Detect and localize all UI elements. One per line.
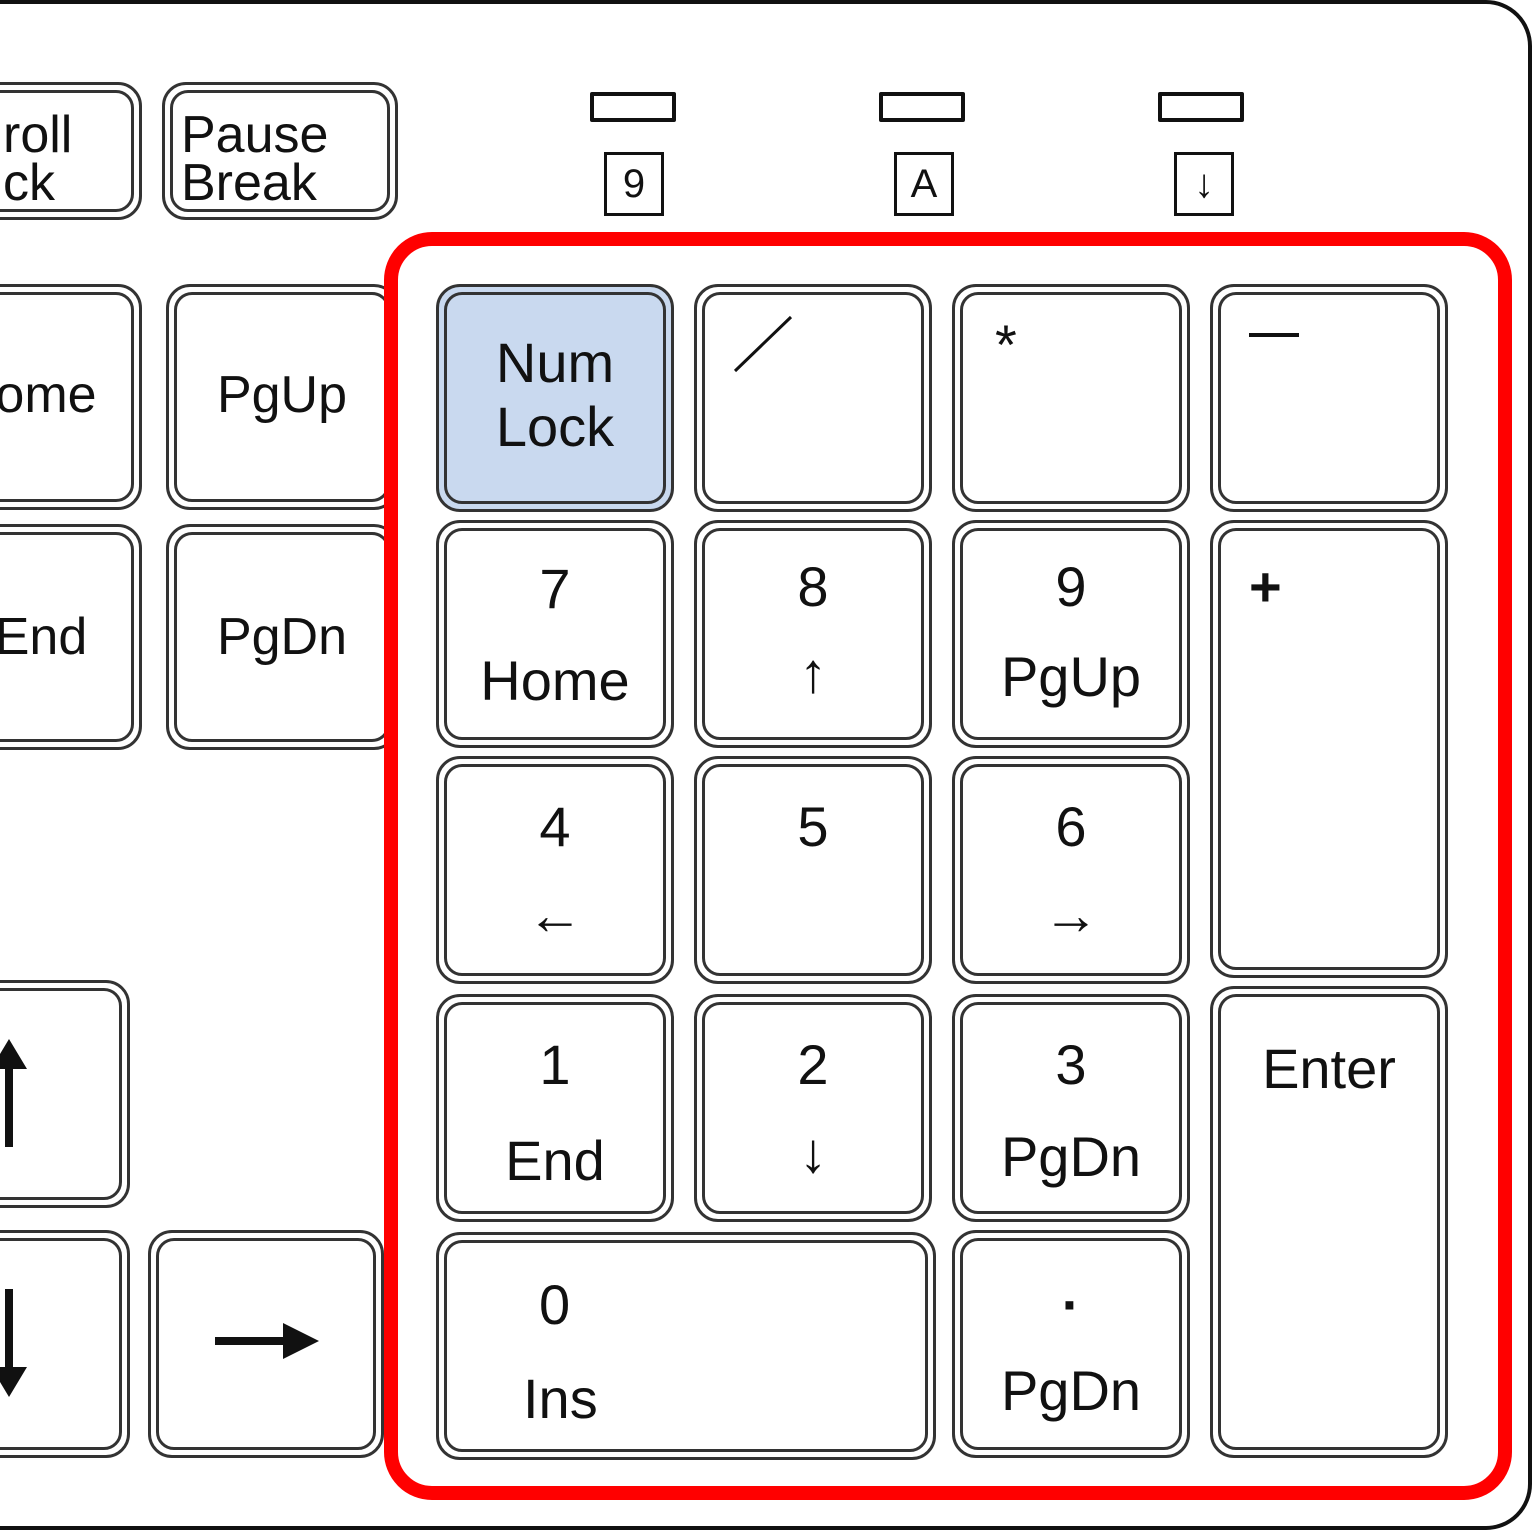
decimal-key[interactable]: · PgDn bbox=[952, 1230, 1190, 1458]
pause-break-key[interactable]: Pause Break bbox=[162, 82, 398, 220]
key-2[interactable]: 2 ↓ bbox=[694, 994, 932, 1222]
key-9-sub: PgUp bbox=[1000, 645, 1142, 708]
scroll-lock-label-1: roll bbox=[3, 106, 73, 164]
numpad-highlight-box bbox=[384, 232, 1512, 1500]
scroll-lock-indicator-icon: ↓ bbox=[1174, 152, 1234, 216]
arrow-down-icon bbox=[0, 1289, 27, 1397]
pgup-label: PgUp bbox=[216, 366, 348, 424]
key-0[interactable]: 0 Ins bbox=[436, 1232, 936, 1460]
arrow-up-icon bbox=[0, 1039, 27, 1147]
key-1-sub: End bbox=[505, 1129, 605, 1192]
enter-label: Enter bbox=[1262, 1037, 1396, 1100]
numlock-label-1: Num bbox=[495, 331, 615, 394]
key-3-sub: PgDn bbox=[1000, 1125, 1142, 1188]
numlock-label-2: Lock bbox=[495, 395, 615, 458]
key-0-sub: Ins bbox=[523, 1367, 598, 1430]
arrow-right-icon bbox=[215, 1323, 319, 1359]
key-2-sub: ↓ bbox=[799, 1121, 827, 1184]
plus-label: + bbox=[1249, 555, 1282, 618]
key-4-sub: ← bbox=[527, 883, 583, 946]
key-5-main: 5 bbox=[797, 795, 829, 858]
key-7[interactable]: 7 Home bbox=[436, 520, 674, 748]
key-9[interactable]: 9 PgUp bbox=[952, 520, 1190, 748]
scroll-lock-label-2: ck bbox=[3, 154, 55, 212]
minus-icon bbox=[1249, 333, 1299, 337]
caps-lock-indicator-icon: A bbox=[894, 152, 954, 216]
arrow-down-key[interactable] bbox=[0, 1230, 130, 1458]
key-7-sub: Home bbox=[480, 649, 630, 712]
num-lock-indicator-icon: 9 bbox=[604, 152, 664, 216]
key-0-main: 0 bbox=[539, 1273, 571, 1336]
numlock-key[interactable]: Num Lock bbox=[436, 284, 674, 512]
caps-lock-led bbox=[879, 92, 965, 122]
key-4[interactable]: 4 ← bbox=[436, 756, 674, 984]
scroll-lock-key[interactable]: roll ck bbox=[0, 82, 142, 220]
plus-key[interactable]: + bbox=[1210, 520, 1448, 978]
pgdn-key[interactable]: PgDn bbox=[166, 524, 398, 750]
key-1[interactable]: 1 End bbox=[436, 994, 674, 1222]
minus-key[interactable] bbox=[1210, 284, 1448, 512]
arrow-right-key[interactable] bbox=[148, 1230, 384, 1458]
slash-icon bbox=[733, 315, 793, 373]
key-3-main: 3 bbox=[1055, 1033, 1087, 1096]
key-6-main: 6 bbox=[1055, 795, 1087, 858]
scroll-lock-led bbox=[1158, 92, 1244, 122]
key-1-main: 1 bbox=[539, 1033, 571, 1096]
num-lock-led bbox=[590, 92, 676, 122]
key-2-main: 2 bbox=[797, 1033, 829, 1096]
key-7-main: 7 bbox=[539, 557, 571, 620]
key-8-main: 8 bbox=[797, 555, 829, 618]
key-4-main: 4 bbox=[539, 795, 571, 858]
divide-key[interactable] bbox=[694, 284, 932, 512]
key-5[interactable]: 5 bbox=[694, 756, 932, 984]
home-label: ome bbox=[0, 366, 97, 424]
pgdn-label: PgDn bbox=[216, 608, 348, 666]
multiply-label: * bbox=[995, 313, 1017, 376]
decimal-sub: PgDn bbox=[1000, 1359, 1142, 1422]
enter-key[interactable]: Enter bbox=[1210, 986, 1448, 1458]
decimal-main: · bbox=[1061, 1273, 1081, 1336]
key-9-main: 9 bbox=[1055, 555, 1087, 618]
arrow-up-key[interactable] bbox=[0, 980, 130, 1208]
key-8-sub: ↑ bbox=[799, 641, 827, 704]
pgup-key[interactable]: PgUp bbox=[166, 284, 398, 510]
home-key[interactable]: ome bbox=[0, 284, 142, 510]
multiply-key[interactable]: * bbox=[952, 284, 1190, 512]
break-label: Break bbox=[181, 154, 317, 212]
pause-label: Pause bbox=[181, 106, 329, 164]
key-6-sub: → bbox=[1043, 883, 1099, 946]
end-key[interactable]: End bbox=[0, 524, 142, 750]
key-8[interactable]: 8 ↑ bbox=[694, 520, 932, 748]
key-6[interactable]: 6 → bbox=[952, 756, 1190, 984]
key-3[interactable]: 3 PgDn bbox=[952, 994, 1190, 1222]
end-label: End bbox=[0, 608, 88, 666]
